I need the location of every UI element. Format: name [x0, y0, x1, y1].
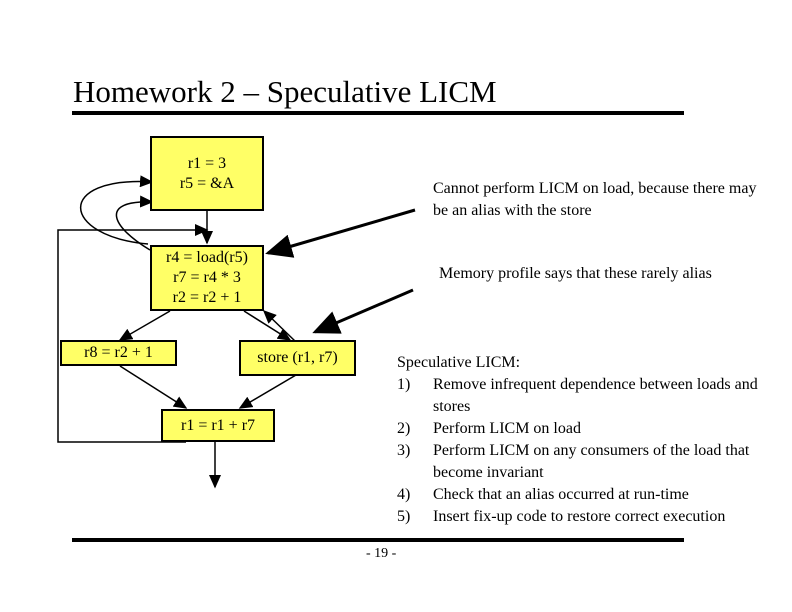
- page-number: - 19 -: [366, 546, 397, 561]
- entry-line-2: r5 = &A: [179, 174, 235, 192]
- left-line-1: r8 = r2 + 1: [84, 344, 153, 361]
- entry-block: r1 = 3 r5 = &A: [150, 136, 264, 211]
- edge-left-join: [119, 365, 188, 409]
- slide-title: Homework 2 – Speculative LICM: [73, 74, 497, 109]
- edge-store-load-dependence: [262, 309, 297, 343]
- edge-store-join: [238, 374, 297, 409]
- step-item: 1)Remove infrequent dependence between l…: [397, 376, 758, 415]
- dependence-curve-outer: [79, 175, 154, 245]
- profile-note-arrow: [312, 288, 414, 334]
- edge-loop-left: [118, 310, 171, 341]
- spec-title: Speculative LICM:: [397, 354, 521, 371]
- left-block: r8 = r2 + 1: [60, 340, 177, 366]
- step-item: 4)Check that an alias occurred at run-ti…: [397, 486, 689, 503]
- join-line-1: r1 = r1 + r7: [180, 416, 256, 434]
- join-block: r1 = r1 + r7: [161, 409, 275, 442]
- back-edge: [57, 224, 209, 443]
- loop-line-3: r2 = r2 + 1: [172, 289, 242, 306]
- dependence-curve-inner: [115, 195, 154, 251]
- loop-line-2: r7 = r4 * 3: [173, 269, 241, 286]
- step-item: 2)Perform LICM on load: [397, 420, 581, 437]
- entry-line-1: r1 = 3: [187, 154, 227, 172]
- loop-block: r4 = load(r5) r7 = r4 * 3 r2 = r2 + 1: [150, 245, 264, 311]
- steps-list: 1)Remove infrequent dependence between l…: [397, 374, 782, 528]
- title-underline: [72, 111, 684, 115]
- store-line-1: store (r1, r7): [257, 349, 338, 366]
- alias-note: Cannot perform LICM on load, because the…: [433, 180, 757, 219]
- edge-loop-store: [243, 310, 292, 341]
- alias-note-arrow: [265, 208, 416, 258]
- profile-note: Memory profile says that these rarely al…: [439, 265, 712, 282]
- footer-rule: [72, 538, 684, 542]
- step-item: 5)Insert fix-up code to restore correct …: [397, 508, 726, 525]
- speculative-licm-notes: Speculative LICM: 1)Remove infrequent de…: [397, 352, 782, 528]
- step-item: 3)Perform LICM on any consumers of the l…: [397, 442, 750, 481]
- store-block: store (r1, r7): [239, 340, 356, 376]
- loop-line-1: r4 = load(r5): [166, 249, 248, 266]
